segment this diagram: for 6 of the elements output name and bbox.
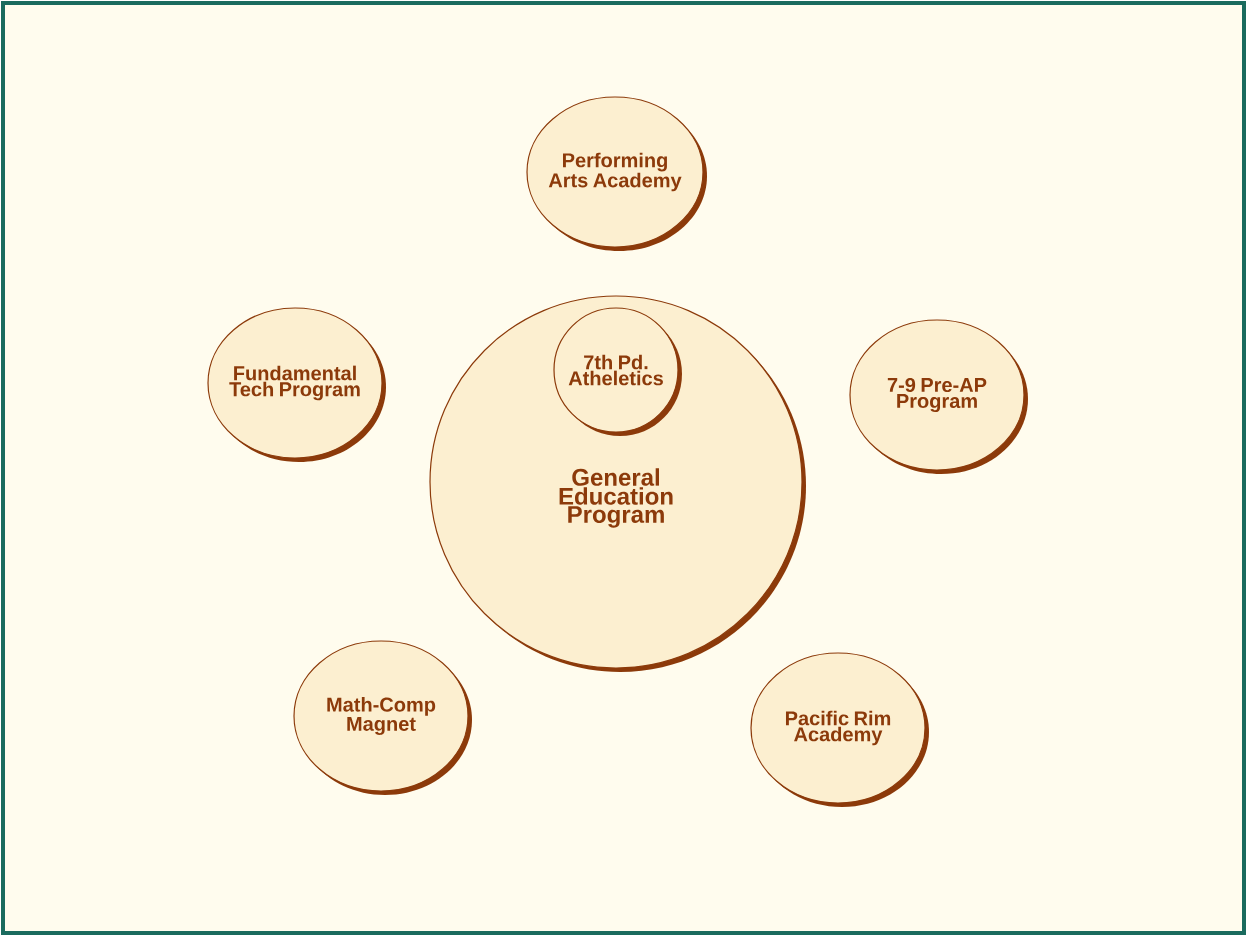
ellipse-node: 7-9 Pre-AP Program — [849, 319, 1028, 474]
ellipse-node: Fundamental Tech Program — [207, 307, 386, 462]
ellipse-node: Math-Comp Magnet — [293, 640, 472, 795]
ellipse-node: Performing Arts Academy — [526, 96, 707, 251]
ellipse-node: Pacific Rim Academy — [750, 652, 929, 807]
circle-node: 7th Pd. Atheletics — [553, 307, 682, 436]
